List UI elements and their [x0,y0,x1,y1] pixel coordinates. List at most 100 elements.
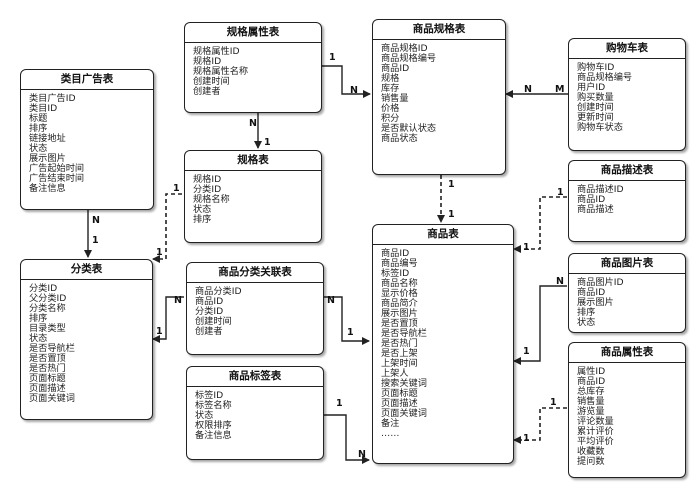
cardinality-label: 1 [523,433,530,444]
entity-field: 状态 [193,204,212,215]
entity-field: 购物车状态 [577,122,623,133]
entity-title: 商品表 [373,225,513,245]
cardinality-label: 1 [523,346,530,357]
cardinality-label: 1 [156,326,163,337]
entity-field: 商品规格编号 [381,53,437,64]
cardinality-label: N [249,118,257,129]
entity-field: 链接地址 [29,133,66,144]
entity-field: 页面关键词 [381,408,427,419]
entity-field: 商品描述ID [577,184,624,195]
entity-field: 页面描述 [29,383,66,394]
entity-field: 页面标题 [29,373,66,384]
entity-field: 商品ID [577,376,606,387]
entity-field: 销售量 [381,93,409,104]
entity-field: 商品图片ID [577,277,624,288]
cardinality-label: N [358,449,366,460]
entity-field: 展示图片 [29,153,66,164]
entity-field: 商品简介 [381,298,418,309]
entity-title: 商品图片表 [569,254,685,274]
entity-field: 类目广告ID [29,93,76,104]
entity-title: 商品描述表 [569,161,685,181]
entity-field: 展示图片 [381,308,418,319]
entity-field: 排序 [193,214,212,225]
entity-field: 规格ID [193,174,222,185]
entity-field: 购买数量 [577,92,614,103]
entity-field: 平均评价 [577,436,614,447]
entity-field: 页面标题 [381,388,418,399]
entity-field: 页面描述 [381,398,418,409]
entity-title: 类目广告表 [21,70,153,90]
entity-field: 状态 [195,410,214,421]
entity-field: 商品ID [381,63,410,74]
entity-field: 类目ID [29,103,58,114]
entity-field: 规格属性名称 [193,66,249,77]
cardinality-label: 1 [448,209,455,220]
entity-field: 总库存 [577,386,605,397]
entity-title: 分类表 [21,260,152,280]
entity-field: 页面关键词 [29,393,75,404]
entity-field: 状态 [577,317,596,328]
entity-field: 商品分类ID [195,286,242,297]
entity-field: 标签ID [381,268,410,279]
entity-title: 商品标签表 [187,367,323,387]
entity-field: 状态 [29,333,48,344]
line-rel-to-category [152,296,184,343]
entity-field: 状态 [29,143,48,154]
entity-title: 购物车表 [569,39,685,59]
entity-field: 是否置顶 [29,353,66,364]
entity-field: 分类名称 [29,303,66,314]
entity-field: 游览量 [577,406,605,417]
cardinality-label: 1 [264,137,271,148]
entity-field: 评论数量 [577,416,614,427]
entity-field: 商品ID [195,296,224,307]
entity-field: 价格 [381,103,400,114]
line-spec-attr-to-product-spec [322,65,371,98]
entity-field: 上架人 [381,368,409,379]
entity-field: 排序 [577,307,596,318]
entity-field: 规格属性ID [193,46,240,57]
entity-field: 规格ID [193,56,222,67]
entity-field: 商品状态 [381,133,418,144]
cardinality-label: M [555,84,565,95]
cardinality-label: N [92,215,100,226]
entity-field: 用户ID [577,82,606,93]
entity-field: 创建者 [193,86,221,97]
entity-field: 排序 [29,313,48,324]
entity-title: 规格属性表 [185,23,321,43]
entity-field: 展示图片 [577,297,614,308]
entity-field: 积分 [381,113,400,124]
entity-field: 商品编号 [381,258,418,269]
cardinality-label: N [556,276,564,287]
entity-field: 权限排序 [195,420,232,431]
entity-field: 创建时间 [193,76,230,87]
entity-field: 收藏数 [577,446,605,457]
entity-field: 备注 [381,418,400,429]
cardinality-label: 1 [329,52,336,63]
line-image-to-product [513,285,567,365]
cardinality-label: 1 [550,397,557,408]
entity-field: 父分类ID [29,293,67,304]
entity-field: 商品ID [381,248,410,259]
entity-title: 商品属性表 [569,343,685,363]
cardinality-label: 1 [448,179,455,190]
